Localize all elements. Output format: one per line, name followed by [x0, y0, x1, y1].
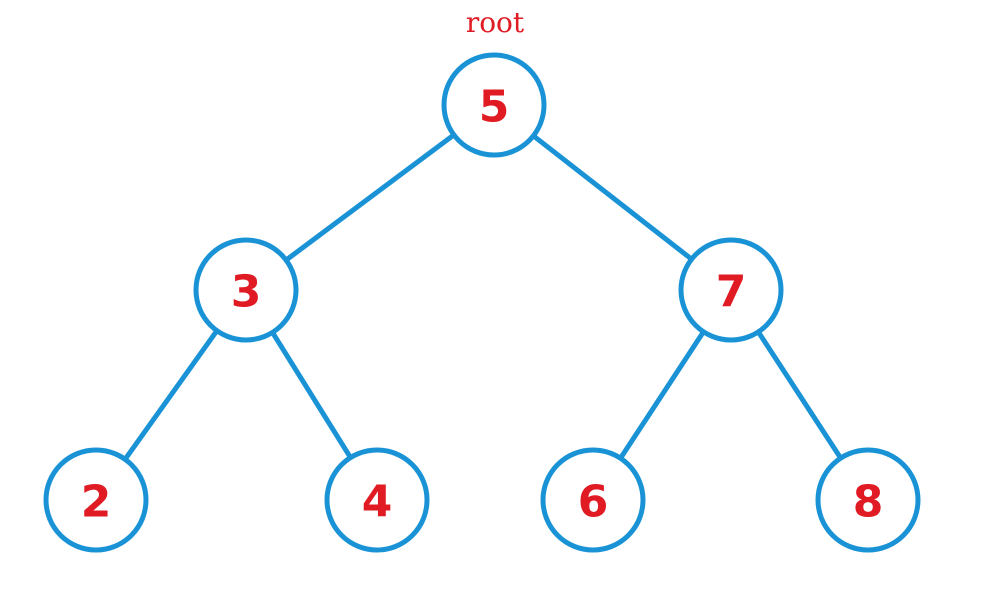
edge-n5-n3 [283, 132, 457, 263]
edge-n3-n2 [122, 328, 220, 462]
node-circle [815, 447, 921, 553]
tree-node-2: 2 [43, 447, 149, 553]
tree-node-5: 5 [441, 52, 547, 158]
node-circle [324, 447, 430, 553]
edges-layer [122, 132, 844, 462]
node-circle [441, 52, 547, 158]
node-value: 4 [362, 477, 393, 528]
tree-node-6: 6 [540, 447, 646, 553]
node-value: 7 [716, 267, 747, 318]
node-circle [43, 447, 149, 553]
edge-n7-n8 [755, 329, 844, 461]
node-value: 5 [479, 82, 510, 133]
tree-node-8: 8 [815, 447, 921, 553]
node-value: 8 [853, 477, 884, 528]
node-value: 6 [578, 477, 609, 528]
tree-node-4: 4 [324, 447, 430, 553]
node-value: 2 [81, 477, 112, 528]
edge-n7-n6 [618, 329, 706, 461]
tree-node-3: 3 [193, 237, 299, 343]
edge-n3-n4 [270, 329, 353, 461]
nodes-layer: 5 3 7 2 4 6 8 [43, 52, 921, 553]
node-circle [678, 237, 784, 343]
node-circle [193, 237, 299, 343]
root-label: root [466, 6, 525, 39]
node-value: 3 [231, 267, 262, 318]
node-circle [540, 447, 646, 553]
edge-n5-n7 [530, 133, 695, 262]
tree-node-7: 7 [678, 237, 784, 343]
